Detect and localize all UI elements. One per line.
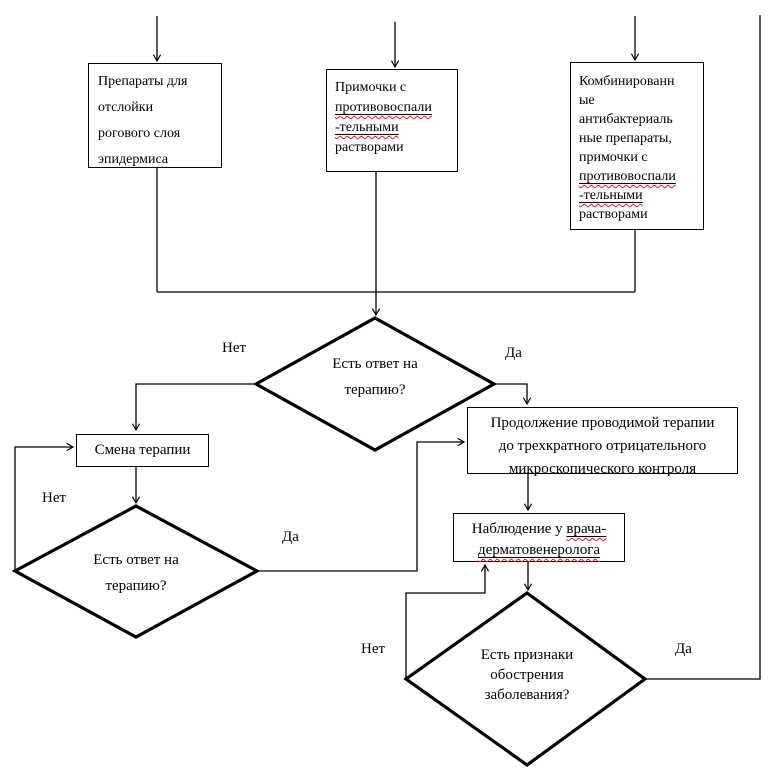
process-box-peeling-preparations: Препараты для отслойки рогового слоя эпи… xyxy=(88,63,222,168)
misspelled-word: противовоспали xyxy=(335,100,432,115)
connector-decision1-no xyxy=(131,383,256,432)
box-text-line: ые xyxy=(579,93,595,108)
box-text-line: растворами xyxy=(579,207,648,222)
branch-label-yes-decision3: Да xyxy=(675,641,692,657)
misspelled-word: дерматовенеролога xyxy=(477,542,600,558)
connector-decision2-yes xyxy=(257,437,466,572)
box-text-line: дерматовенеролога xyxy=(454,540,624,561)
process-box-observation: Наблюдение у врача- дерматовенеролога xyxy=(453,513,625,562)
box-text-line: противовоспали xyxy=(579,167,701,186)
branch-label-yes-decision2: Да xyxy=(282,529,299,545)
box-text-line: Комбинированн xyxy=(579,74,675,89)
box-text-line: -тельными xyxy=(335,118,455,138)
misspelled-word: -тельными xyxy=(579,188,643,203)
box-text-line: до трехкратного отрицательного xyxy=(498,438,707,454)
misspelled-word: врача- xyxy=(566,521,607,537)
connector-decision3-no-loop xyxy=(405,563,490,679)
box-text-line: ные препараты, xyxy=(579,131,672,146)
decision-text-response1: Есть ответ на терапию? xyxy=(332,356,418,398)
decision-text-relapse: Есть признаки обострения заболевания? xyxy=(480,647,574,703)
branch-label-yes-decision1: Да xyxy=(505,345,522,361)
process-box-lotions: Примочки с противовоспали -тельными раст… xyxy=(326,69,458,172)
box-text-line: микроскопического контроля xyxy=(508,461,697,477)
process-box-combined-antibacterial: Комбинированн ые антибактериаль ные преп… xyxy=(570,62,704,230)
misspelled-word: противовоспали xyxy=(579,169,676,184)
box-text-line: Препараты для xyxy=(98,74,188,89)
box-text-line: Смена терапии xyxy=(94,442,191,458)
box-text-line: Примочки с xyxy=(335,80,407,95)
branch-label-no-decision2: Нет xyxy=(42,490,67,506)
decision-text-response2: Есть ответ на терапию? xyxy=(93,552,179,594)
decision-diamond-response1 xyxy=(252,316,498,452)
branch-label-no-decision3: Нет xyxy=(361,641,386,657)
branch-label-no-decision1: Нет xyxy=(222,340,247,356)
box-text-line: рогового слоя xyxy=(98,126,181,141)
box-text-line: примочки с xyxy=(579,150,648,165)
box-text-line: эпидермиса xyxy=(98,152,169,167)
box-text-line: -тельными xyxy=(579,186,701,205)
box-text-line: Продолжение проводимой терапии xyxy=(490,415,715,431)
process-box-change-therapy: Смена терапии xyxy=(76,434,209,467)
connector-decision1-yes xyxy=(494,383,532,406)
box-text-line: растворами xyxy=(335,140,404,155)
box-text-line: Наблюдение у врача- xyxy=(471,521,607,537)
process-box-continue-therapy: Продолжение проводимой терапии до трехкр… xyxy=(467,407,738,477)
connector-decision3-yes-up xyxy=(645,15,761,680)
decision-diamond-relapse xyxy=(403,591,648,767)
box-text-line: отслойки xyxy=(98,100,154,115)
misspelled-word: -тельными xyxy=(335,120,399,135)
decision-diamond-response2 xyxy=(11,504,261,639)
box-text-line: антибактериаль xyxy=(579,112,673,127)
box-text-line: противовоспали xyxy=(335,98,455,118)
connector-decision2-no-loop xyxy=(14,442,75,571)
